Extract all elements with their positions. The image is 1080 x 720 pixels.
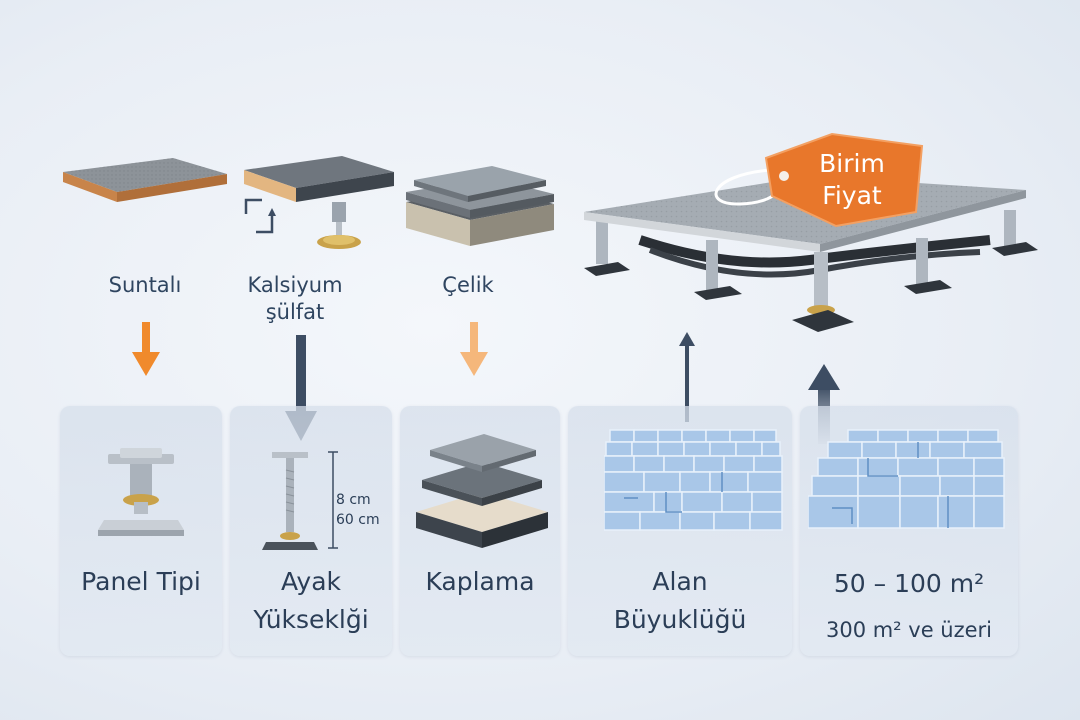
card-range-subtitle: 300 m² ve üzeri — [825, 618, 993, 642]
price-tag-icon: Birim Fiyat — [764, 132, 924, 228]
steel-panel-icon — [406, 166, 554, 246]
card-title-line-2: Yükseklği — [253, 605, 369, 634]
card-kaplama: Kaplama — [400, 406, 560, 656]
material-label-line: şülfat — [265, 300, 325, 324]
card-panel-tipi: Panel Tipi — [60, 406, 222, 656]
dimension-line-icon — [328, 451, 338, 549]
dimension-min: 8 cm — [336, 492, 371, 508]
material-label-suntali: Suntalı — [55, 272, 235, 299]
pedestal-icon — [98, 448, 184, 536]
floor-plan-large-icon — [808, 429, 1005, 529]
orange-arrow-down-icon — [132, 322, 160, 376]
raised-floor-icon: Birim Fiyat — [584, 132, 1038, 332]
card-title: Panel Tipi — [81, 567, 201, 596]
dimension-max: 60 cm — [336, 512, 380, 528]
calcium-sulfate-panel-icon — [244, 156, 394, 249]
material-label-kalsiyum: Kalsiyum şülfat — [205, 272, 385, 326]
card-alan-araligi: 50 – 100 m² 300 m² ve üzeri — [800, 406, 1018, 656]
price-tag-line-2: Fiyat — [822, 181, 882, 210]
material-label-line: Kalsiyum — [247, 273, 343, 297]
particleboard-panel-icon — [63, 158, 227, 202]
card-title-line-1: Alan — [652, 567, 708, 596]
card-ayak-yuksekligi: 8 cm 60 cm Ayak Yükseklği — [230, 406, 392, 656]
card-title-line-1: Ayak — [281, 567, 341, 596]
card-alan-buyuklugu: Alan Büyuklüğü — [568, 406, 792, 656]
card-range-title: 50 – 100 m² — [833, 569, 985, 598]
material-label-celik: Çelik — [378, 272, 558, 299]
adjustable-pedestal-icon — [262, 452, 318, 550]
floor-plan-icon — [604, 429, 783, 531]
material-label-line: Çelik — [442, 273, 494, 297]
material-label-line: Suntalı — [108, 273, 182, 297]
thin-arrow-up-icon — [679, 332, 695, 422]
dimension-labels: 8 cm 60 cm — [336, 490, 380, 530]
card-title-line-2: Büyuklüğü — [613, 605, 747, 634]
card-title: Kaplama — [425, 567, 535, 596]
price-tag-line-1: Birim — [819, 149, 885, 178]
layers-icon — [416, 434, 548, 548]
light-orange-arrow-down-icon — [460, 322, 488, 376]
